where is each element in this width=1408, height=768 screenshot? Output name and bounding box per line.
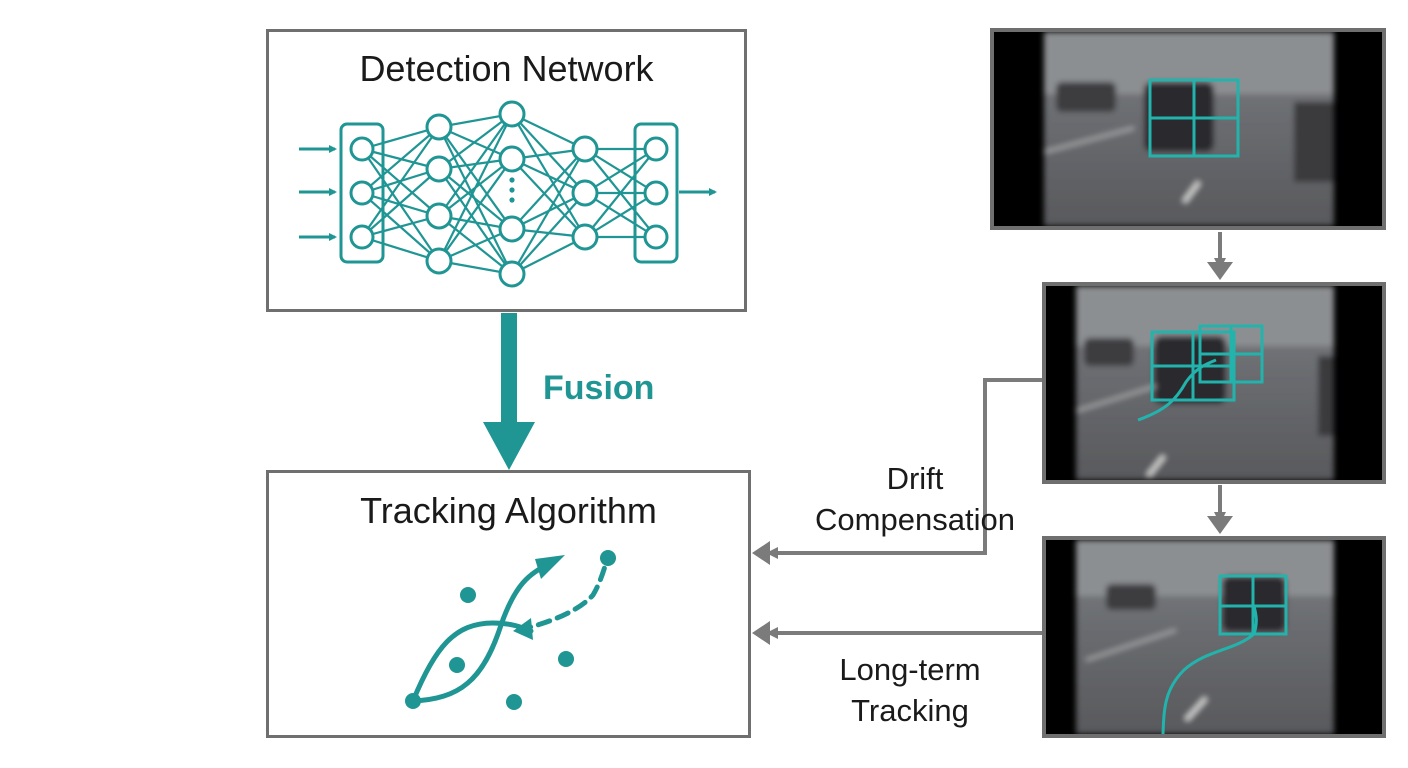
drift-compensation-label: Drift Compensation (795, 458, 1035, 540)
longterm-label-line2: Tracking (851, 693, 969, 728)
nn-node (425, 113, 453, 141)
nn-node (571, 179, 599, 207)
video-frame-2 (1042, 282, 1386, 484)
nn-node (349, 136, 375, 162)
drift-label-line1: Drift (886, 461, 944, 496)
neural-network-icon (299, 100, 717, 288)
nn-node (571, 135, 599, 163)
nn-node (643, 136, 669, 162)
nn-node (425, 155, 453, 183)
tracking-algorithm-title: Tracking Algorithm (360, 490, 657, 531)
detection-network-box: Detection Network (266, 29, 747, 312)
nn-node (349, 180, 375, 206)
tracking-algorithm-box: Tracking Algorithm (266, 470, 751, 738)
long-term-tracking-label: Long-term Tracking (800, 649, 1020, 731)
nn-node (498, 260, 526, 288)
nn-node (498, 100, 526, 128)
fusion-arrow (483, 313, 535, 470)
nn-node (498, 215, 526, 243)
video-frame-1 (990, 28, 1386, 230)
fusion-label: Fusion (543, 369, 655, 407)
trajectory-icon (405, 550, 616, 710)
nn-node (425, 202, 453, 230)
nn-node (643, 224, 669, 250)
nn-node (571, 223, 599, 251)
nn-node (425, 247, 453, 275)
nn-node (643, 180, 669, 206)
nn-node (349, 224, 375, 250)
drift-label-line2: Compensation (815, 502, 1015, 537)
video-frame-3 (1042, 536, 1386, 738)
drift-compensation-arrow (766, 378, 1042, 559)
nn-node (498, 145, 526, 173)
longterm-label-line1: Long-term (839, 652, 981, 687)
detection-network-title: Detection Network (359, 48, 654, 89)
